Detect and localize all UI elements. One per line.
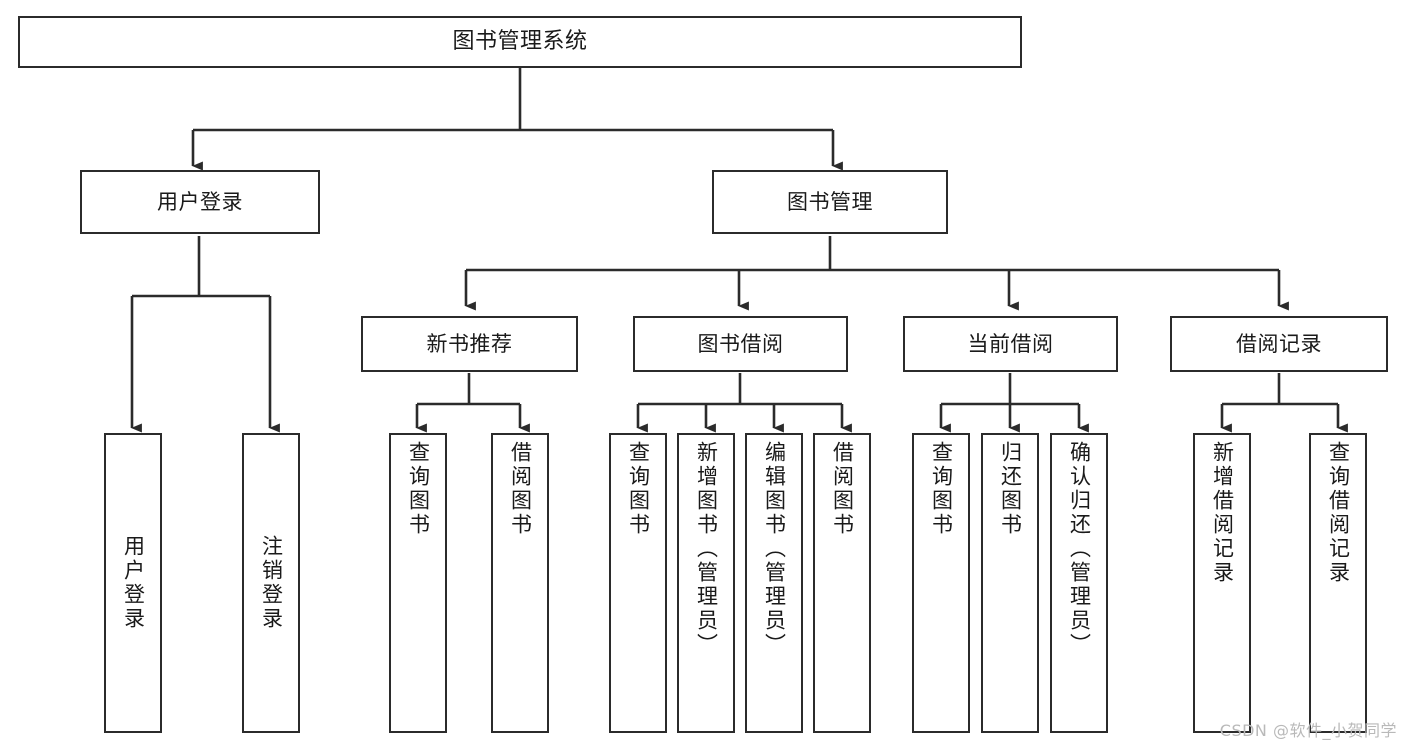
node-leaf-query-book-3[interactable]: 查询图书 bbox=[912, 433, 970, 733]
node-label: 查询图书 bbox=[406, 441, 431, 537]
node-book-management[interactable]: 图书管理 bbox=[712, 170, 948, 234]
node-label: 图书管理 bbox=[787, 189, 873, 214]
node-borrow-record[interactable]: 借阅记录 bbox=[1170, 316, 1388, 372]
node-label: 注销登录 bbox=[259, 535, 284, 631]
node-leaf-return-book[interactable]: 归还图书 bbox=[981, 433, 1039, 733]
node-label: 编辑图书（管理员） bbox=[762, 441, 787, 657]
node-leaf-logout-login[interactable]: 注销登录 bbox=[242, 433, 300, 733]
node-label: 查询借阅记录 bbox=[1326, 441, 1351, 585]
node-label: 新书推荐 bbox=[426, 331, 513, 356]
node-leaf-add-book-admin[interactable]: 新增图书（管理员） bbox=[677, 433, 735, 733]
node-leaf-query-borrow-record[interactable]: 查询借阅记录 bbox=[1309, 433, 1367, 733]
node-label: 借阅图书 bbox=[508, 441, 533, 537]
node-leaf-borrow-book-1[interactable]: 借阅图书 bbox=[491, 433, 549, 733]
node-label: 新增图书（管理员） bbox=[694, 441, 719, 657]
node-label: 用户登录 bbox=[157, 189, 243, 214]
node-label: 图书借阅 bbox=[697, 331, 784, 356]
node-leaf-edit-book-admin[interactable]: 编辑图书（管理员） bbox=[745, 433, 803, 733]
node-root-book-management-system[interactable]: 图书管理系统 bbox=[18, 16, 1022, 68]
node-label: 查询图书 bbox=[626, 441, 651, 537]
node-label: 借阅记录 bbox=[1236, 331, 1322, 356]
node-label: 借阅图书 bbox=[830, 441, 855, 537]
node-leaf-user-login[interactable]: 用户登录 bbox=[104, 433, 162, 733]
csdn-watermark: CSDN @软件_小贺同学 bbox=[1219, 721, 1397, 740]
node-label: 确认归还（管理员） bbox=[1067, 441, 1092, 657]
node-new-book-recommend[interactable]: 新书推荐 bbox=[361, 316, 578, 372]
node-label: 归还图书 bbox=[998, 441, 1023, 537]
node-leaf-query-book-1[interactable]: 查询图书 bbox=[389, 433, 447, 733]
node-current-borrow[interactable]: 当前借阅 bbox=[903, 316, 1118, 372]
node-leaf-add-borrow-record[interactable]: 新增借阅记录 bbox=[1193, 433, 1251, 733]
node-label: 图书管理系统 bbox=[452, 29, 588, 55]
node-leaf-confirm-return-admin[interactable]: 确认归还（管理员） bbox=[1050, 433, 1108, 733]
node-book-borrow[interactable]: 图书借阅 bbox=[633, 316, 848, 372]
node-leaf-borrow-book-2[interactable]: 借阅图书 bbox=[813, 433, 871, 733]
node-leaf-query-book-2[interactable]: 查询图书 bbox=[609, 433, 667, 733]
node-user-login[interactable]: 用户登录 bbox=[80, 170, 320, 234]
node-label: 新增借阅记录 bbox=[1210, 441, 1235, 585]
node-label: 查询图书 bbox=[929, 441, 954, 537]
node-label: 当前借阅 bbox=[967, 331, 1054, 356]
node-label: 用户登录 bbox=[121, 535, 146, 631]
